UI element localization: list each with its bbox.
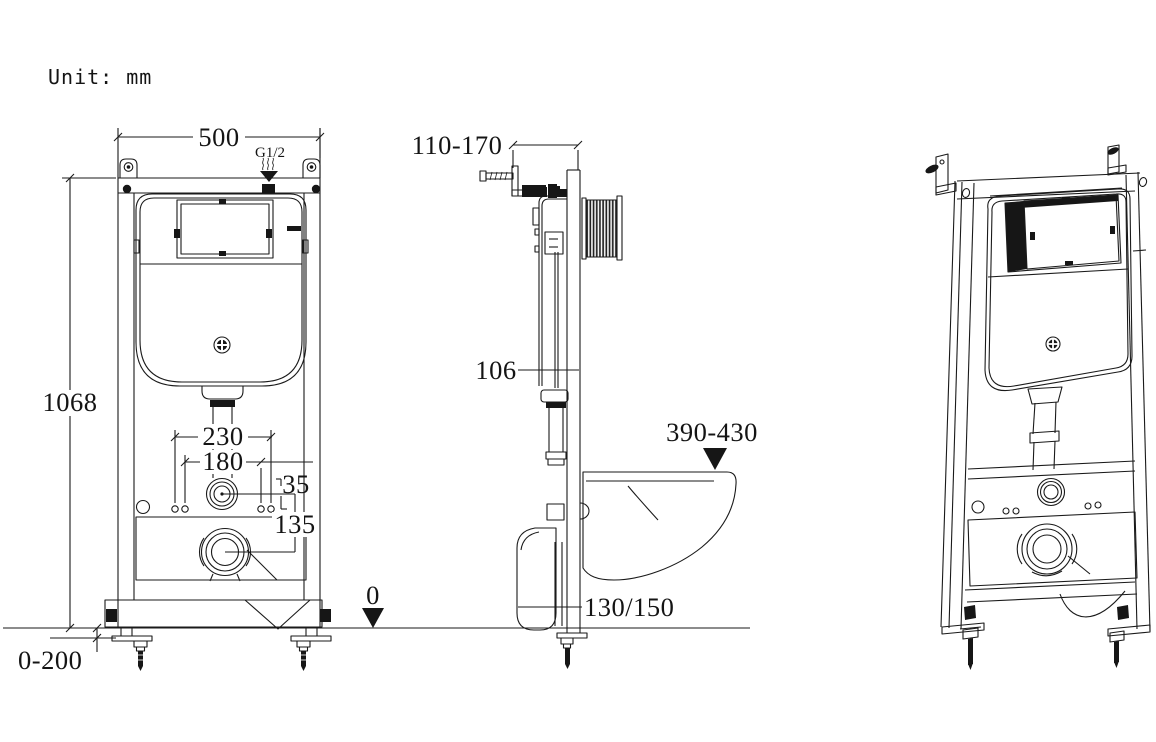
cistern-3d	[984, 187, 1147, 471]
lower-panel-3d	[967, 511, 1138, 587]
flush-plate-duct	[581, 195, 623, 261]
svg-text:1068: 1068	[43, 387, 98, 417]
cistern-screw-icon	[213, 336, 231, 354]
dim-foot-adjust: 0-200	[18, 623, 116, 675]
svg-text:180: 180	[202, 446, 243, 476]
top-bracket-left	[119, 158, 138, 178]
anchor-bolt-icon	[1114, 641, 1119, 663]
front-view: G1/2	[18, 122, 332, 675]
toilet-bowl	[579, 471, 737, 581]
access-panel-opening	[176, 199, 274, 259]
cistern-screw-icon	[1045, 336, 1061, 352]
side-lug-left	[106, 609, 117, 622]
svg-text:230: 230	[202, 421, 243, 451]
top-bracket-right	[302, 158, 321, 178]
bottom-rail	[104, 599, 331, 630]
dim-front-width: 500	[113, 122, 325, 158]
flush-seal	[210, 400, 235, 407]
mounting-holes	[135, 499, 275, 515]
foot-right-3d	[1107, 605, 1151, 668]
waste-outlet	[198, 527, 252, 582]
frame-screw-right	[311, 184, 321, 194]
flush-outlet-3d	[1036, 477, 1066, 507]
side-lug-right	[320, 609, 331, 622]
level-arrow-icon	[362, 608, 384, 628]
frame-3d	[940, 171, 1151, 632]
anchor-bolt-icon	[138, 651, 143, 666]
dim-waste-height: 130/150	[518, 592, 674, 622]
dim-front-height: 1068	[42, 173, 116, 633]
svg-text:390-430: 390-430	[666, 417, 758, 447]
waste-outlet-3d	[1016, 523, 1078, 577]
inlet-arrow-icon	[260, 171, 278, 182]
frame-profile	[556, 169, 588, 669]
lower-panel	[135, 516, 307, 581]
unit-label: Unit: mm	[48, 65, 152, 89]
anchor-bolt-icon	[301, 651, 306, 666]
dim-installation-depth: 110-170	[412, 130, 583, 170]
foot-right	[290, 627, 332, 671]
dim-spacing-outer: 230	[170, 421, 276, 503]
inlet-label: G1/2	[255, 145, 285, 161]
perspective-view	[925, 144, 1151, 670]
top-bracket-left	[925, 153, 957, 196]
foot-left	[111, 627, 153, 671]
inlet-fitting	[262, 184, 275, 193]
dim-bowl-height: 390-430	[666, 417, 758, 470]
side-view: 110-170 106 390-430 0 130/150	[362, 130, 758, 669]
flush-bend-neck	[201, 386, 244, 400]
svg-text:0: 0	[366, 580, 380, 610]
svg-text:35: 35	[282, 469, 310, 499]
waste-bend	[516, 527, 563, 631]
foot-left-3d	[941, 605, 985, 670]
svg-text:130/150: 130/150	[584, 592, 674, 622]
dim-outlet-drop: 135	[225, 494, 318, 553]
frame-rails	[117, 128, 321, 627]
top-bracket-right	[1107, 144, 1127, 176]
dim-floor-level: 0	[362, 580, 384, 628]
dim-cistern-depth: 106	[475, 355, 579, 385]
svg-text:0-200: 0-200	[18, 645, 82, 675]
cistern	[133, 193, 309, 478]
svg-text:110-170: 110-170	[412, 130, 503, 160]
bottom-rail-3d	[964, 581, 1138, 618]
svg-text:106: 106	[475, 355, 516, 385]
crossbar-3d	[967, 460, 1136, 480]
dim-spacing-inner: 180	[180, 446, 313, 503]
svg-text:500: 500	[198, 122, 239, 152]
dim-hole-offset: 35	[222, 469, 310, 510]
mounting-holes-3d	[971, 500, 1102, 515]
frame-screw-left	[122, 184, 132, 194]
svg-text:135: 135	[274, 509, 315, 539]
level-arrow-icon	[703, 448, 727, 470]
anchor-bolt-icon	[968, 638, 973, 665]
water-inlet: G1/2	[255, 145, 285, 193]
cistern-profile	[532, 186, 569, 521]
anchor-bolt-icon	[565, 648, 570, 664]
